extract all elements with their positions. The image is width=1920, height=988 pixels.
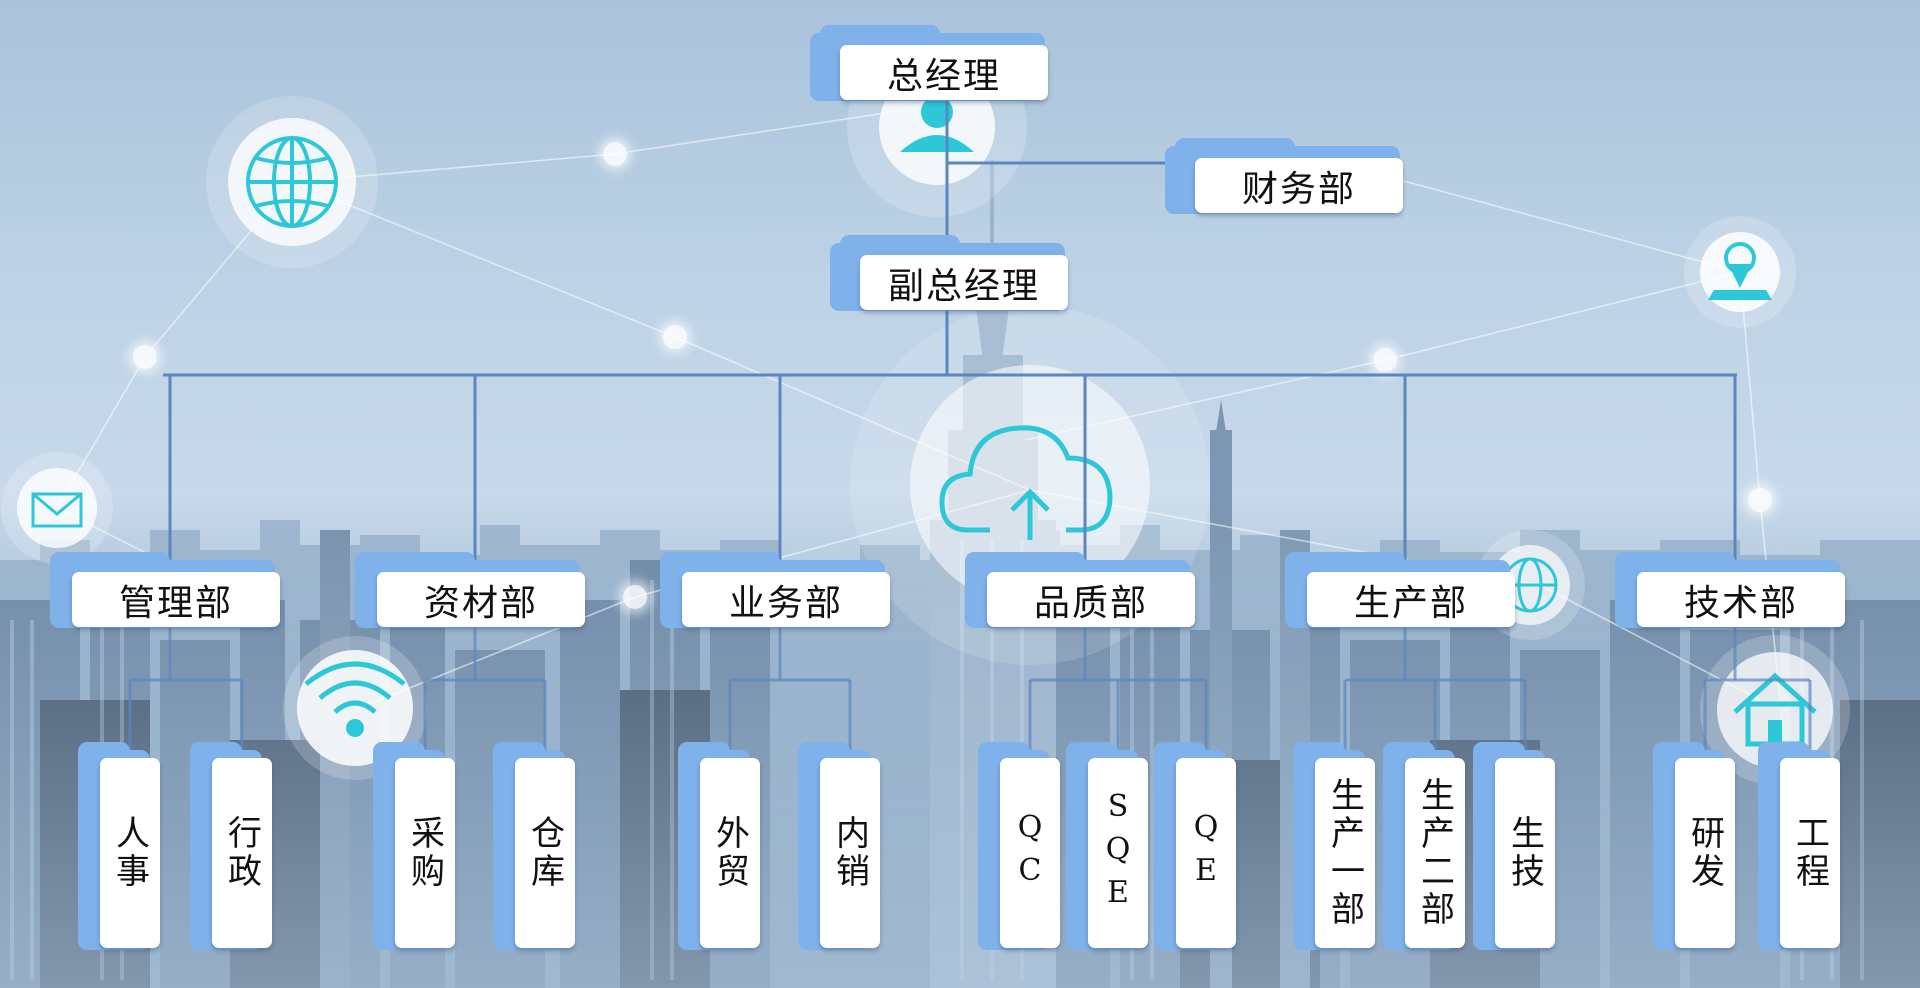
deputy-manager-node: 副总经理 xyxy=(830,235,1070,315)
department-node: 资材部 xyxy=(355,552,590,632)
department-label: 管理部 xyxy=(72,572,280,627)
department-label: 业务部 xyxy=(682,572,890,627)
finance-label: 财务部 xyxy=(1195,158,1403,213)
unit-node: 外贸 xyxy=(678,742,766,954)
department-label: 资材部 xyxy=(377,572,585,627)
unit-label: QC xyxy=(1000,758,1060,948)
finance-node: 财务部 xyxy=(1165,138,1405,218)
location-map-icon xyxy=(1684,216,1796,328)
mail-icon xyxy=(1,452,113,564)
department-node: 品质部 xyxy=(965,552,1200,632)
unit-node: 工程 xyxy=(1758,742,1846,954)
unit-label: 仓库 xyxy=(515,758,575,948)
unit-label: 行政 xyxy=(212,758,272,948)
unit-node: QE xyxy=(1154,742,1242,954)
unit-label: 生产二部 xyxy=(1405,758,1465,948)
globe-icon xyxy=(206,96,378,268)
department-node: 业务部 xyxy=(660,552,895,632)
unit-label: 人事 xyxy=(100,758,160,948)
unit-label: 工程 xyxy=(1780,758,1840,948)
department-label: 品质部 xyxy=(987,572,1195,627)
network-node xyxy=(1748,488,1772,512)
unit-node: 采购 xyxy=(373,742,461,954)
unit-node: 仓库 xyxy=(493,742,581,954)
department-node: 生产部 xyxy=(1285,552,1520,632)
unit-label: 生产一部 xyxy=(1315,758,1375,948)
department-label: 生产部 xyxy=(1307,572,1515,627)
unit-node: QC xyxy=(978,742,1066,954)
unit-node: SQE xyxy=(1066,742,1154,954)
department-node: 技术部 xyxy=(1615,552,1850,632)
unit-label: SQE xyxy=(1088,758,1148,948)
unit-node: 生技 xyxy=(1473,742,1561,954)
department-node: 管理部 xyxy=(50,552,285,632)
unit-label: 外贸 xyxy=(700,758,760,948)
network-node xyxy=(603,142,627,166)
network-node xyxy=(663,325,687,349)
department-label: 技术部 xyxy=(1637,572,1845,627)
network-node xyxy=(133,345,157,369)
unit-node: 行政 xyxy=(190,742,278,954)
unit-label: 研发 xyxy=(1675,758,1735,948)
general-manager-label: 总经理 xyxy=(840,45,1048,100)
unit-label: 采购 xyxy=(395,758,455,948)
deputy-manager-label: 副总经理 xyxy=(860,255,1068,310)
unit-node: 研发 xyxy=(1653,742,1741,954)
unit-label: 内销 xyxy=(820,758,880,948)
unit-node: 内销 xyxy=(798,742,886,954)
network-node xyxy=(623,585,647,609)
unit-node: 生产二部 xyxy=(1383,742,1471,954)
unit-label: 生技 xyxy=(1495,758,1555,948)
unit-label: QE xyxy=(1176,758,1236,948)
network-node xyxy=(1373,348,1397,372)
general-manager-node: 总经理 xyxy=(810,25,1050,105)
unit-node: 人事 xyxy=(78,742,166,954)
unit-node: 生产一部 xyxy=(1293,742,1381,954)
